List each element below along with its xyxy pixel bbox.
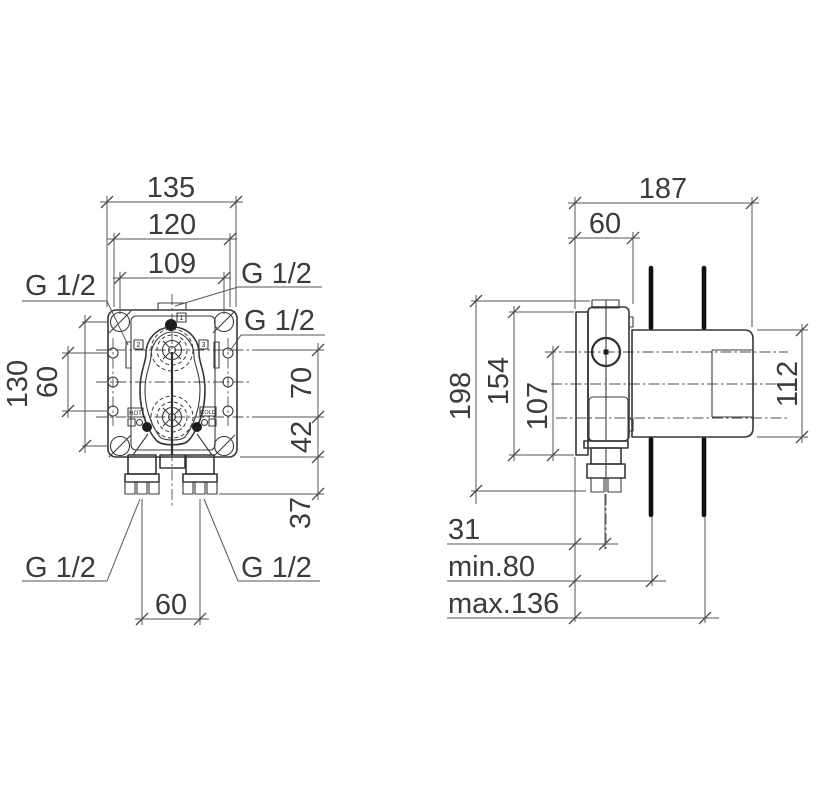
dim-60-bottom-label: 60 xyxy=(155,589,187,621)
side-center-lines xyxy=(545,300,793,549)
dim-side-112: 112 xyxy=(757,323,809,444)
protection-housing xyxy=(631,329,754,438)
g12-top-label: G 1/2 xyxy=(241,258,312,290)
tag-3: 3 xyxy=(202,342,206,349)
thread-label-side: G 1/2 xyxy=(229,305,325,352)
dim-side-max136: max.136 xyxy=(447,516,719,625)
wall-lines xyxy=(648,265,707,518)
dim-front-130: 130 xyxy=(2,315,108,453)
dim-135-label: 135 xyxy=(147,172,195,204)
dim-130-label: 130 xyxy=(2,360,34,408)
dim-min80-label: min.80 xyxy=(448,551,535,583)
dim-front-60-bottom: 60 xyxy=(135,499,209,626)
dim-side-154: 154 xyxy=(483,305,574,462)
dim-front-70-42-37: 70 42 37 xyxy=(219,343,325,529)
hot-cold-markers: HOT COLD xyxy=(127,406,217,427)
bottom-right-fixing-screw xyxy=(192,422,202,432)
dim-42-label: 42 xyxy=(286,421,318,453)
dim-60-side-label: 60 xyxy=(32,366,64,398)
g12-side-label: G 1/2 xyxy=(244,305,315,337)
thread-label-top-left: G 1/2 xyxy=(22,270,129,346)
supply-connections xyxy=(124,433,218,495)
side-holes xyxy=(107,347,234,417)
thread-label-inlet-left: G 1/2 xyxy=(22,498,141,584)
right-port-slot xyxy=(213,341,220,369)
front-view: 1 2 3 HOT COLD 1 3 xyxy=(2,172,325,626)
tag-1: 1 xyxy=(180,315,184,322)
dim-side-107: 107 xyxy=(522,345,560,462)
inlet-connection-left xyxy=(124,454,160,495)
dim-side-60: 60 xyxy=(568,208,640,304)
dim-187-label: 187 xyxy=(639,173,687,205)
dim-120-label: 120 xyxy=(148,209,196,241)
dim-70-label: 70 xyxy=(286,367,318,399)
left-port-slot xyxy=(125,341,132,369)
dim-side-198: 198 xyxy=(445,294,590,504)
cap-profile xyxy=(591,299,620,309)
dim-side-187: 187 xyxy=(568,173,759,327)
dim-front-120: 120 xyxy=(107,209,237,307)
spindle-center xyxy=(603,349,609,355)
dim-109-label: 109 xyxy=(148,248,196,280)
dim-154-label: 154 xyxy=(483,357,515,405)
dim-37-label: 37 xyxy=(285,497,317,529)
bottom-left-fixing-screw xyxy=(142,422,152,432)
dim-front-109: 109 xyxy=(113,248,231,314)
g12-inlet-right-label: G 1/2 xyxy=(241,552,312,584)
plate-edge xyxy=(575,311,589,456)
dim-max136-label: max.136 xyxy=(448,588,559,620)
side-view: 187 60 198 154 107 112 xyxy=(445,173,809,625)
g12-top-left-label: G 1/2 xyxy=(25,270,96,302)
dim-60-depth-label: 60 xyxy=(589,208,621,240)
dim-198-label: 198 xyxy=(445,372,477,420)
top-port-cap xyxy=(157,302,187,311)
lower-body-profile xyxy=(588,396,629,442)
dim-side-min80: min.80 xyxy=(447,516,666,588)
top-fixing-screw xyxy=(165,319,177,331)
dim-31-label: 31 xyxy=(448,514,480,546)
dim-112-label: 112 xyxy=(772,361,804,407)
dim-front-60-side: 60 xyxy=(32,346,107,418)
g12-inlet-left-label: G 1/2 xyxy=(25,552,96,584)
side-valve-body xyxy=(575,299,634,456)
valve-body xyxy=(139,319,206,455)
dim-107-label: 107 xyxy=(522,382,554,430)
side-supply-connection xyxy=(583,440,629,493)
tag-2: 2 xyxy=(137,342,141,349)
body-profile xyxy=(587,306,630,442)
spindle-knob xyxy=(590,336,622,368)
inlet-connection-right xyxy=(182,454,218,495)
hot-label: HOT xyxy=(129,411,142,417)
port-number-tags: 1 2 3 xyxy=(133,312,209,350)
thread-label-inlet-right: G 1/2 xyxy=(203,498,320,584)
thread-label-top: G 1/2 xyxy=(174,258,322,307)
cold-label: COLD xyxy=(200,410,215,416)
center-outlet xyxy=(159,454,186,469)
dim-front-135: 135 xyxy=(100,172,243,307)
dim-side-31: 31 xyxy=(447,457,618,622)
